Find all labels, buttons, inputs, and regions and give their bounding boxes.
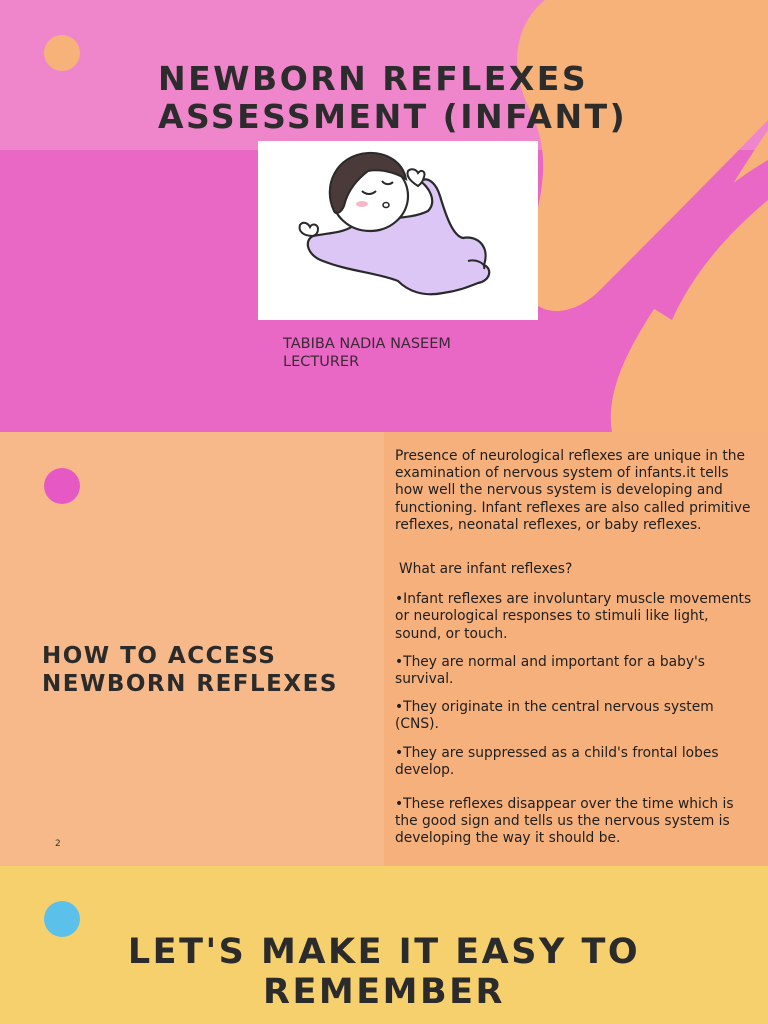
bullet-item: •They originate in the central nervous s…	[395, 699, 714, 733]
bullet-item: •They are normal and important for a bab…	[395, 653, 705, 688]
author-block: TABIBA NADIA NASEEM LECTURER	[283, 335, 451, 371]
heading-line-1: HOW TO ACCESS	[42, 643, 277, 669]
title-line-1: NEWBORN REFLEXES	[158, 59, 589, 98]
presentation-title: NEWBORN REFLEXES ASSESSMENT (INFANT)	[158, 60, 718, 136]
content-slide: HOW TO ACCESS NEWBORN REFLEXES 2 Presenc…	[0, 432, 768, 866]
bullet-item: •They are suppressed as a child's fronta…	[395, 744, 719, 778]
title-line-1: LET'S MAKE IT EASY TO	[127, 932, 641, 972]
title-line-2: ASSESSMENT (INFANT)	[158, 97, 628, 136]
question-text: What are infant reflexes?	[399, 561, 573, 578]
sleeping-baby-icon	[298, 151, 491, 296]
author-name: TABIBA NADIA NASEEM	[283, 336, 451, 352]
intro-paragraph: Presence of neurological reflexes are un…	[395, 448, 751, 533]
decorative-swoosh	[517, 0, 768, 432]
title-slide: NEWBORN REFLEXES ASSESSMENT (INFANT)	[0, 0, 768, 432]
slide-number: 2	[55, 839, 61, 849]
author-role: LECTURER	[283, 354, 360, 370]
section-slide: LET'S MAKE IT EASY TO REMEMBER	[0, 866, 768, 1024]
heading-line-2: NEWBORN REFLEXES	[42, 671, 338, 697]
title-line-2: REMEMBER	[263, 972, 505, 1012]
bullet-item: •These reflexes disappear over the time …	[395, 796, 734, 847]
text-panel	[384, 432, 768, 866]
section-heading: HOW TO ACCESS NEWBORN REFLEXES	[42, 642, 382, 698]
section-title: LET'S MAKE IT EASY TO REMEMBER	[0, 932, 768, 1012]
sleeping-baby-illustration	[258, 141, 538, 320]
body-text: Presence of neurological reflexes are un…	[395, 448, 755, 859]
decorative-dot	[44, 35, 80, 71]
decorative-dot	[44, 468, 80, 504]
decorative-dot	[44, 901, 80, 937]
bullet-item: •Infant reflexes are involuntary muscle …	[395, 591, 752, 642]
